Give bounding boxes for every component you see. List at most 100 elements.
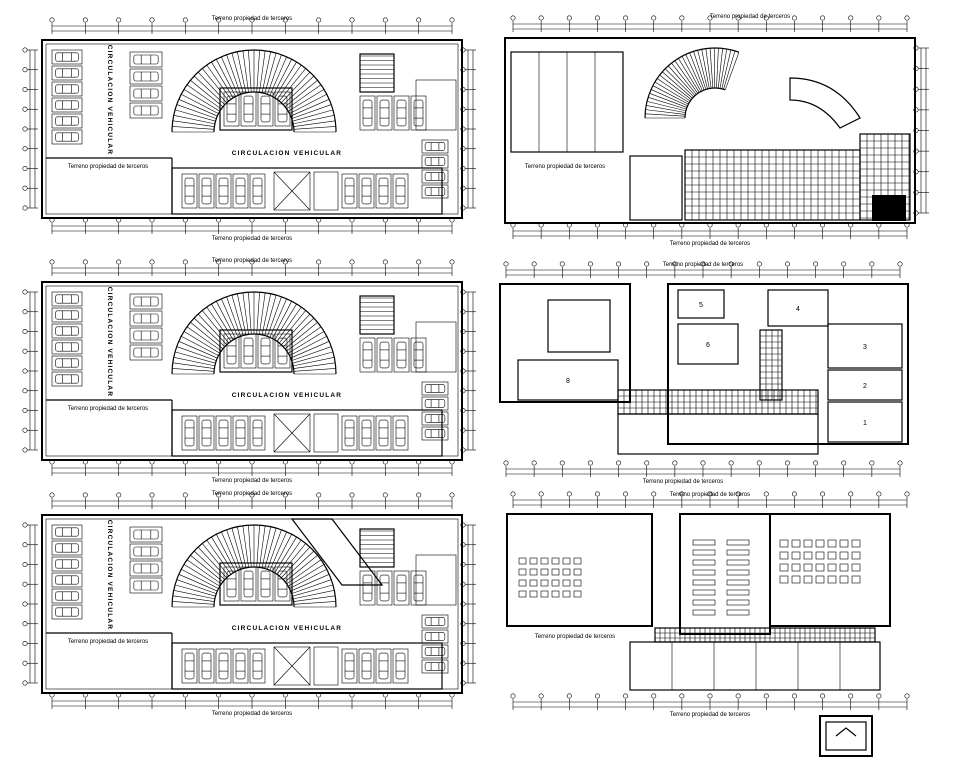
axis-bubble [651, 222, 657, 228]
axis-bubble [460, 348, 466, 354]
axis-bubble [904, 15, 910, 21]
ramp-hatch [654, 81, 690, 103]
axis-bubble [594, 15, 600, 21]
axis-bubble [349, 259, 355, 265]
axis-bubble [116, 459, 122, 465]
car-icon [226, 337, 237, 365]
axis-bubble [538, 693, 544, 699]
desk [839, 575, 849, 584]
car-icon [362, 341, 373, 369]
car-icon [133, 296, 159, 307]
ramp-hatch [269, 56, 287, 96]
axis-bubble [707, 15, 713, 21]
axis-bubble [249, 259, 255, 265]
stair-core [359, 295, 395, 335]
desk [518, 590, 527, 598]
car-icon [396, 341, 407, 369]
ramp-hatch [291, 346, 332, 361]
stall-outline [129, 85, 163, 102]
axis-bubble [913, 189, 919, 195]
stall-outline [51, 355, 83, 371]
ramp-hatch [646, 101, 686, 112]
desk [779, 563, 789, 572]
car-icon [133, 313, 159, 324]
car-icon [133, 347, 159, 358]
ramp-hatch [645, 113, 686, 117]
axis-bubble [460, 47, 466, 53]
car-icon [218, 652, 229, 680]
axis-bubble [282, 459, 288, 465]
car-icon [55, 294, 79, 304]
seat-row [726, 589, 750, 596]
axis-bubble [538, 491, 544, 497]
parking-stall [51, 355, 83, 371]
car-icon [424, 429, 446, 438]
site-boundary [41, 281, 463, 461]
room-number: 8 [566, 378, 570, 385]
parking-stall [274, 566, 291, 602]
axis-bubble [679, 693, 685, 699]
ramp-hatch [724, 52, 740, 90]
car-icon [424, 384, 446, 393]
ramp-hatch [178, 341, 218, 359]
car-icon [55, 527, 79, 537]
ramp-hatch [693, 51, 707, 90]
parking-stall [341, 415, 358, 451]
stall-outline [223, 566, 240, 602]
stall-outline [51, 97, 83, 113]
ramp-hatch [248, 292, 252, 335]
stall-outline [51, 339, 83, 355]
axis-bubble [49, 492, 55, 498]
axis-bubble [449, 459, 455, 465]
service-room [415, 554, 457, 606]
axis-bubble [22, 328, 28, 334]
parking-stall [240, 566, 257, 602]
ramp-hatch [261, 51, 271, 93]
axis-bubble [672, 460, 678, 466]
axis-bubble [623, 693, 629, 699]
ramp-hatch [689, 52, 705, 91]
parking-stall [359, 570, 376, 606]
ramp-hatch [657, 78, 691, 102]
stall-outline [223, 91, 240, 127]
axis-bubble [510, 693, 516, 699]
desk [529, 590, 538, 598]
ramp-hatch [274, 61, 297, 98]
axis-bubble [460, 407, 466, 413]
ramp-hatch [289, 336, 327, 356]
axis-bubble [22, 542, 28, 548]
axis-bubble [460, 309, 466, 315]
desk [827, 563, 837, 572]
axis-bubble [22, 166, 28, 172]
axis-bubble [623, 491, 629, 497]
axis-bubble [382, 692, 388, 698]
parking-stall [392, 648, 409, 684]
axis-bubble [316, 17, 322, 23]
stall-outline [257, 566, 274, 602]
ramp-hatch [293, 590, 335, 600]
ramp-hatch [719, 48, 728, 89]
desk [562, 590, 571, 598]
ramp-hatch [293, 126, 336, 130]
stair-core [313, 413, 339, 453]
ramp-hatch [197, 313, 227, 345]
car-icon [133, 580, 159, 591]
axis-bubble [282, 259, 288, 265]
axis-bubble [651, 491, 657, 497]
parking-stall [198, 415, 215, 451]
axis-bubble [735, 15, 741, 21]
key-box-inner [825, 721, 867, 751]
car-icon [379, 574, 390, 602]
ramp-hatch [176, 579, 217, 594]
parking-stall [376, 95, 393, 131]
site-boundary [41, 39, 463, 219]
ramp-hatch [671, 62, 697, 95]
parking-stall [129, 51, 163, 68]
parking-stall [51, 588, 83, 604]
desk [562, 579, 571, 587]
seat-row [692, 549, 716, 556]
ramp-hatch [172, 120, 215, 127]
ramp-hatch [293, 368, 336, 372]
parking-stall [249, 648, 266, 684]
axis-bubble [249, 492, 255, 498]
